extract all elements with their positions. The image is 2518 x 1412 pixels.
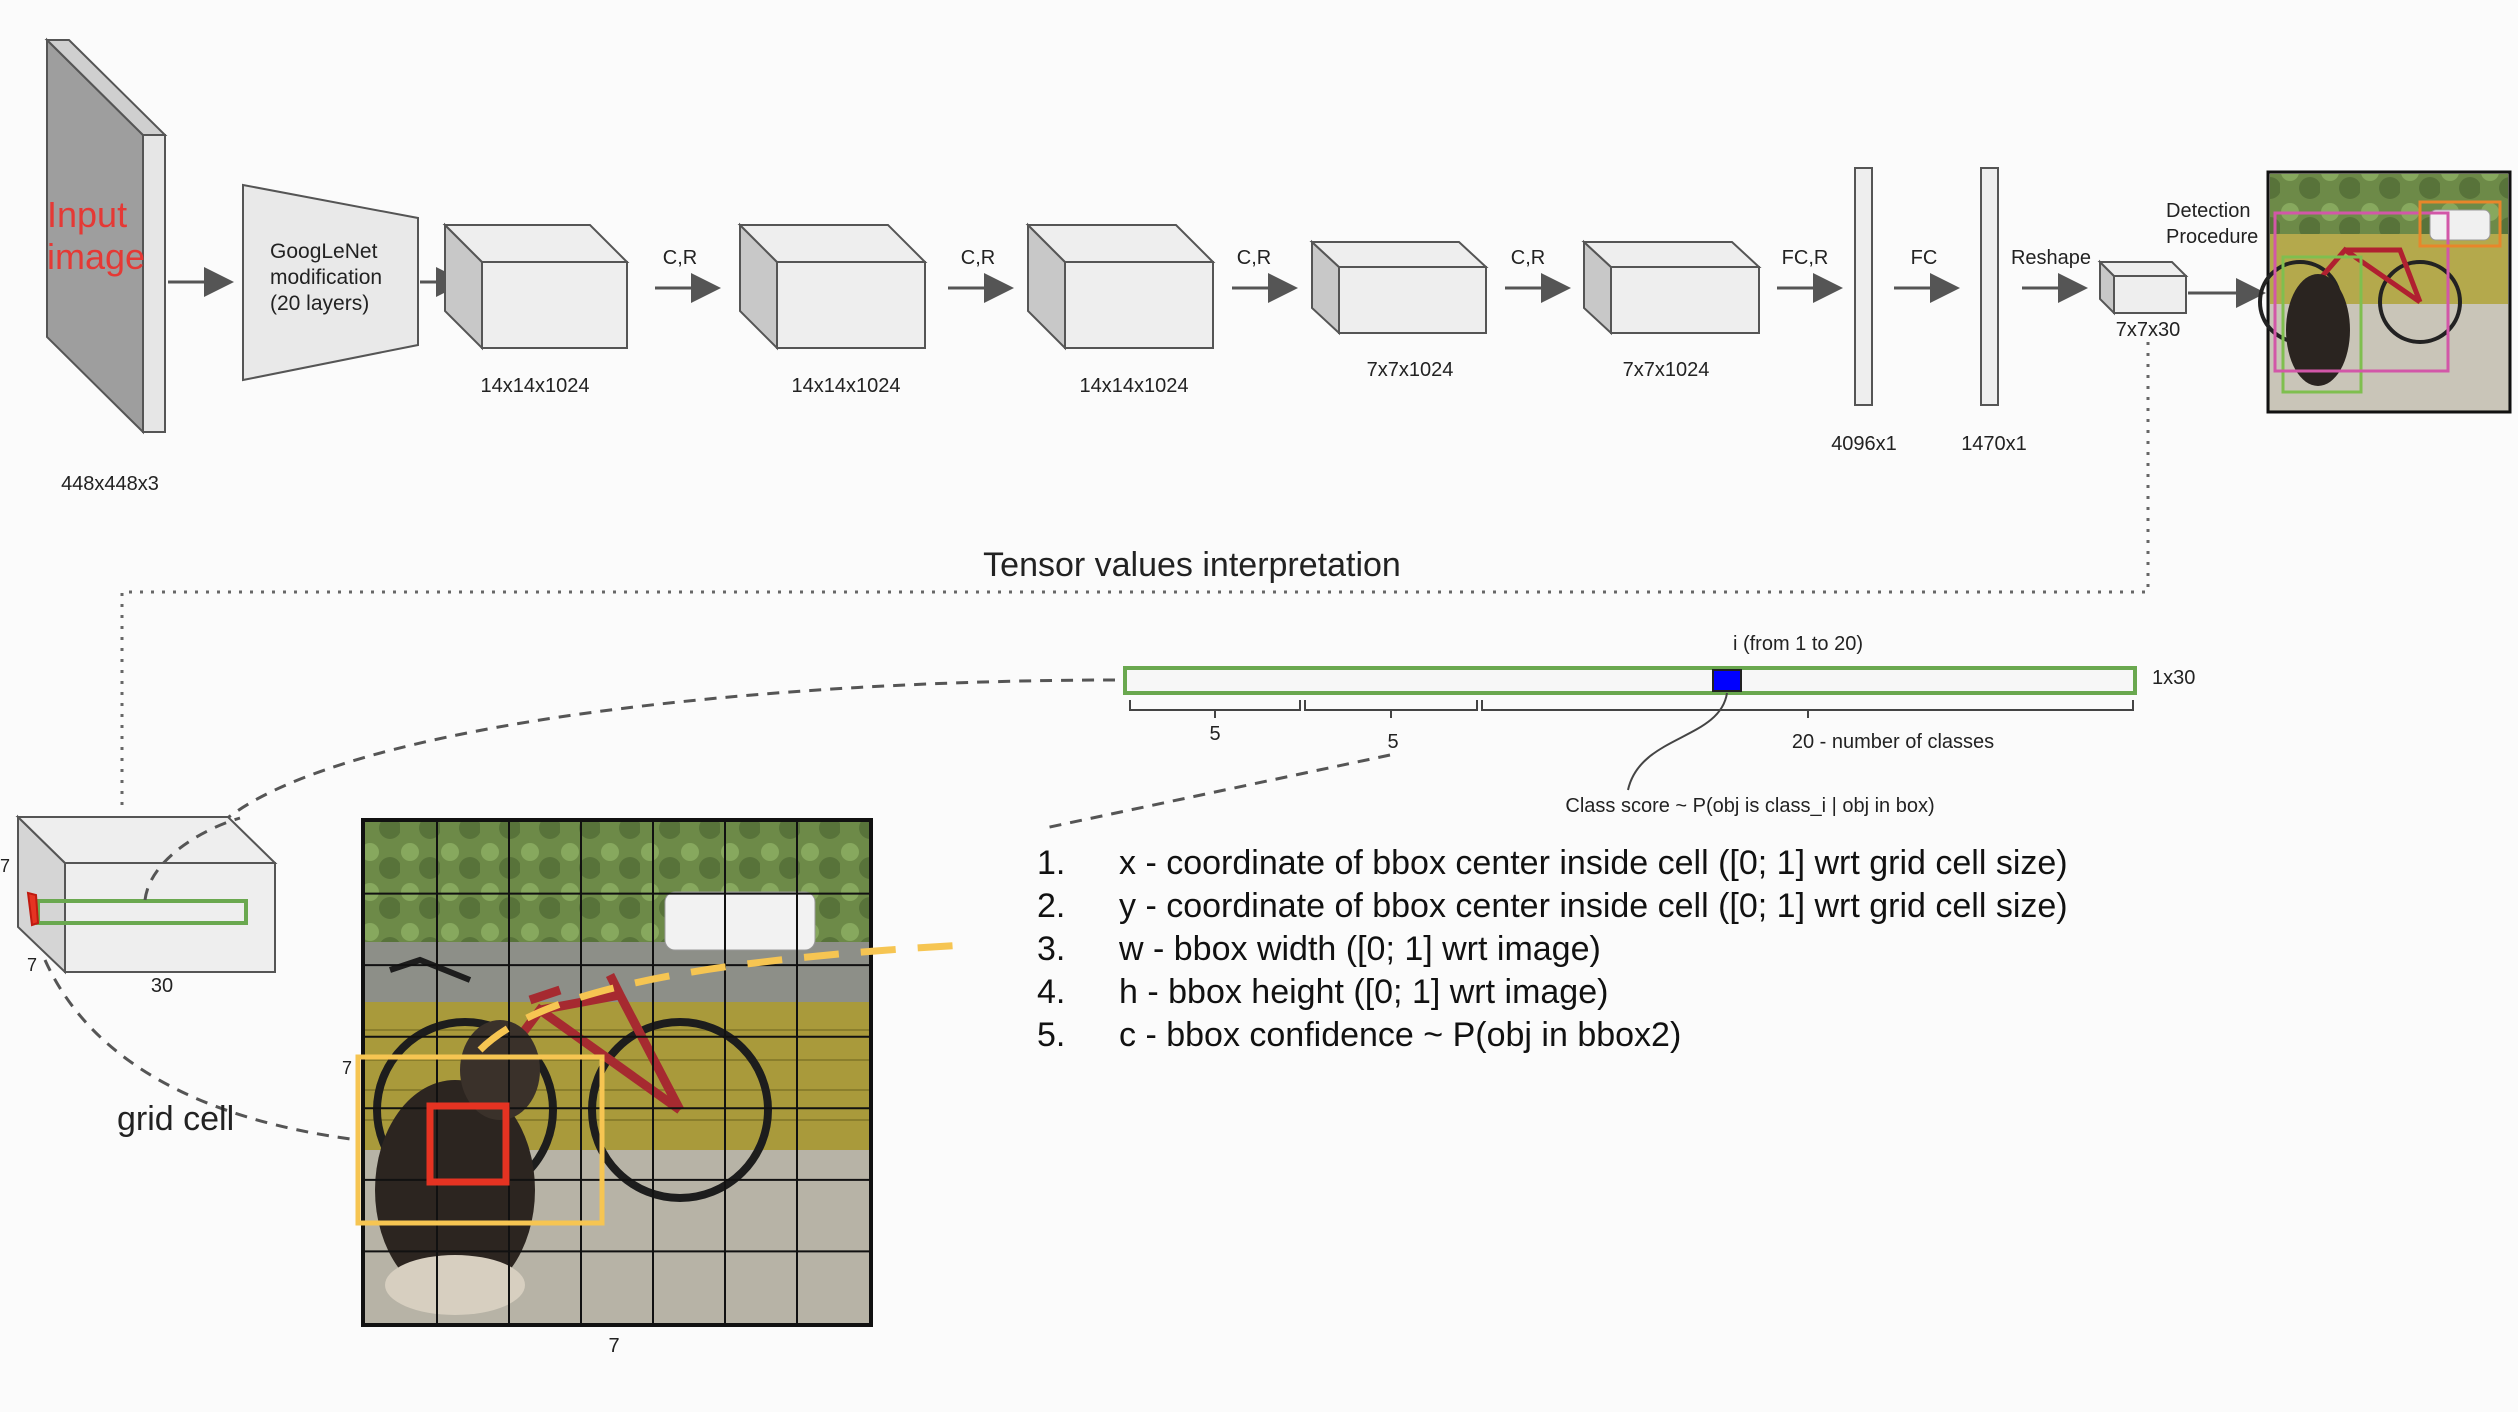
dashed-cube-to-gridcell	[43, 959, 359, 1142]
fc-bar-4096	[1854, 167, 1873, 406]
input-dims-label: 448x448x3	[61, 473, 159, 495]
conv-cube-3	[1025, 222, 1216, 351]
output-cube	[2097, 259, 2189, 316]
conv-cube-2	[737, 222, 928, 351]
box-parameter-list: 1.x - coordinate of bbox center inside c…	[1037, 842, 2068, 1057]
seg2-label: 5	[1387, 731, 1398, 753]
conv-cube-5	[1581, 239, 1762, 336]
interpretation-title: Tensor values interpretation	[983, 546, 1401, 584]
anchor-box	[355, 1054, 605, 1226]
class-index-marker	[1712, 669, 1742, 692]
input-image-slab	[44, 37, 168, 435]
output-dims: 7x7x30	[2116, 319, 2181, 341]
layer1-op: C,R	[663, 247, 697, 269]
vector-size-label: 1x30	[2152, 667, 2195, 689]
seg3-label: 20 - number of classes	[1792, 731, 1994, 753]
brace-seg1	[1129, 700, 1301, 718]
layer3-op: C,R	[1237, 247, 1271, 269]
class-score-label: Class score ~ P(obj is class_i | obj in …	[1565, 795, 1934, 817]
list-item: 1.x - coordinate of bbox center inside c…	[1037, 844, 2068, 882]
fc1-op: FC	[1911, 247, 1938, 269]
tensor-cube-7x7x30	[15, 814, 278, 975]
list-item: 4.h - bbox height ([0; 1] wrt image)	[1037, 973, 1609, 1011]
fc1-dims: 4096x1	[1831, 433, 1897, 455]
fc-bar-1470	[1980, 167, 1999, 406]
grid-photo	[361, 818, 873, 1327]
conv-cube-1	[442, 222, 630, 351]
class-score-pointer	[1627, 692, 1728, 791]
fc2-dims: 1470x1	[1961, 433, 2027, 455]
layer1-dims: 14x14x1024	[481, 375, 590, 397]
grid-label-left: 7	[342, 1058, 352, 1078]
brace-seg2	[1304, 700, 1478, 718]
dashed-vector-to-cube	[224, 678, 1116, 822]
layer2-dims: 14x14x1024	[792, 375, 901, 397]
conv-cube-4	[1309, 239, 1489, 336]
reshape-op: Reshape	[2011, 247, 2091, 269]
layer5-dims: 7x7x1024	[1623, 359, 1710, 381]
cube-label-left: 7	[0, 856, 10, 876]
seg1-label: 5	[1209, 723, 1220, 745]
layer4-op: C,R	[1511, 247, 1545, 269]
list-item: 2.y - coordinate of bbox center inside c…	[1037, 887, 2068, 925]
grid-7x7-lines	[365, 822, 869, 1323]
grid-cell-label: grid cell	[117, 1100, 234, 1138]
list-item: 5.c - bbox confidence ~ P(obj in bbox2)	[1037, 1016, 1682, 1054]
class-index-label: i (from 1 to 20)	[1733, 633, 1863, 655]
dashed-vector-in-cube	[143, 816, 241, 901]
cube-label-bottom-left: 7	[27, 955, 37, 975]
brace-seg3	[1481, 700, 2134, 718]
layer5-op: FC,R	[1782, 247, 1829, 269]
layer4-dims: 7x7x1024	[1367, 359, 1454, 381]
layer3-dims: 14x14x1024	[1080, 375, 1189, 397]
googlenet-block	[242, 183, 419, 382]
grid-label-bottom: 7	[608, 1335, 619, 1357]
grid-cell-highlight	[426, 1102, 510, 1186]
cube-label-bottom: 30	[151, 975, 173, 997]
output-vector-1x30	[1123, 666, 2137, 695]
dashed-seg2-to-list	[1044, 753, 1391, 830]
list-item: 3.w - bbox width ([0; 1] wrt image)	[1037, 930, 1601, 968]
yellow-dashed-pointer	[477, 941, 966, 1053]
layer2-op: C,R	[961, 247, 995, 269]
detection-result-image	[2258, 170, 2512, 414]
